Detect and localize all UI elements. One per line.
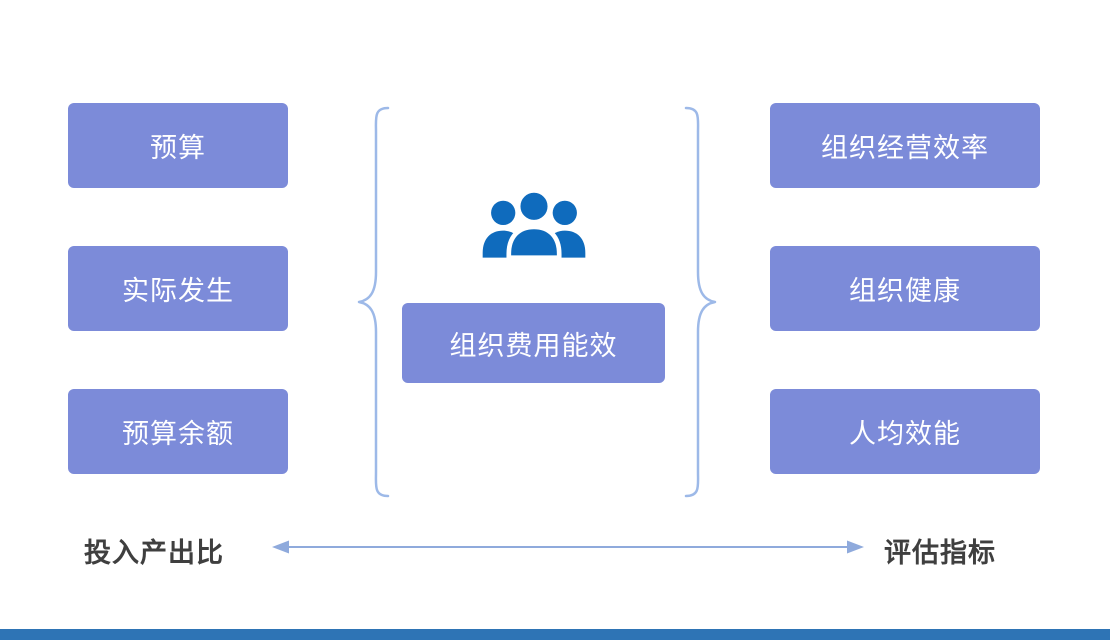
right-box-per-capita: 人均效能: [770, 389, 1040, 474]
left-box-actual: 实际发生: [68, 246, 288, 331]
center-box-title: 组织费用能效: [402, 303, 665, 383]
left-box-balance: 预算余额: [68, 389, 288, 474]
double-headed-arrow: [272, 538, 864, 556]
right-brace: [682, 106, 718, 498]
people-group-icon: [478, 183, 590, 267]
bottom-accent-bar: [0, 629, 1110, 640]
footer-left-label: 投入产出比: [84, 538, 224, 568]
left-box-budget: 预算: [68, 103, 288, 188]
left-brace: [356, 106, 392, 498]
right-box-org-health: 组织健康: [770, 246, 1040, 331]
footer-right-label: 评估指标: [884, 538, 996, 568]
right-box-operating-efficiency: 组织经营效率: [770, 103, 1040, 188]
